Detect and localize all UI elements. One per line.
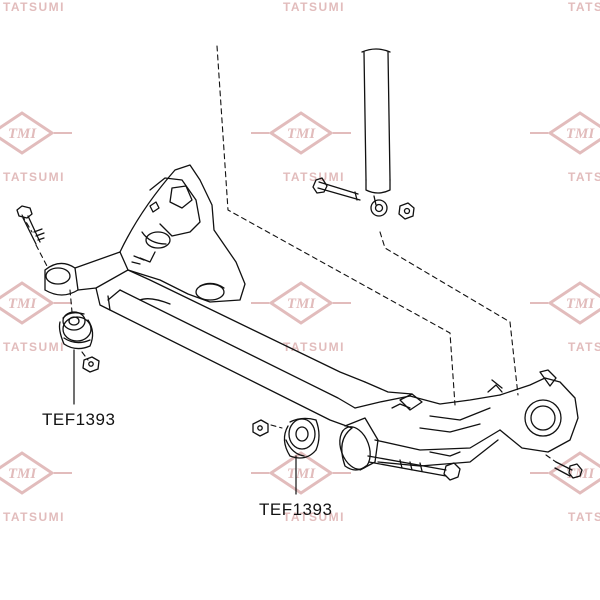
watermark-brand-text: TATSUMI [568,170,600,184]
watermark-logo-text: TMI [287,466,317,482]
watermark-logo-text: TMI [8,296,38,312]
rear-small-bolt [554,461,583,479]
watermark-logo-text: TMI [566,296,596,312]
watermark-brand-text: TATSUMI [3,0,65,14]
watermark-brand-text: TATSUMI [283,0,345,14]
watermark-logo-diamond [547,451,600,495]
watermark-logo-text: TMI [287,296,317,312]
watermark-brand-text: TATSUMI [3,510,65,524]
part-number-label-left: TEF1393 [42,410,116,429]
watermark-logo-diamond [0,451,55,495]
left-mount-bolt [16,205,45,245]
left-bushing [58,311,94,350]
watermark-brand-text: TATSUMI [3,170,65,184]
watermark-brand-text: TATSUMI [568,0,600,14]
watermark-brand-text: TATSUMI [568,340,600,354]
right-bushing [283,417,320,459]
left-nut [82,356,100,373]
torsion-beam [44,164,579,471]
watermark-logo-diamond [268,281,334,325]
right-nut [252,419,269,437]
watermark-logo-diamond [547,111,600,155]
watermark-brand-text: TATSUMI [283,510,345,524]
watermark-logo-text: TMI [8,126,38,142]
watermark-brand-text: TATSUMI [568,510,600,524]
watermark-logo-diamond [268,451,334,495]
watermark-logo-diamond [268,111,334,155]
watermark-brand-text: TATSUMI [283,340,345,354]
watermark-logo-text: TMI [8,466,38,482]
watermark-brand-text: TATSUMI [3,340,65,354]
right-mount-bolt [367,455,461,481]
watermark-logo-text: TMI [287,126,317,142]
watermark-logo-diamond [0,111,55,155]
watermark-brand-text: TATSUMI [283,170,345,184]
watermark-logo-diamond [0,281,55,325]
watermark-logo-diamond [547,281,600,325]
shock-absorber [312,48,415,220]
part-number-label-right: TEF1393 [259,500,333,519]
watermark-logo-text: TMI [566,126,596,142]
